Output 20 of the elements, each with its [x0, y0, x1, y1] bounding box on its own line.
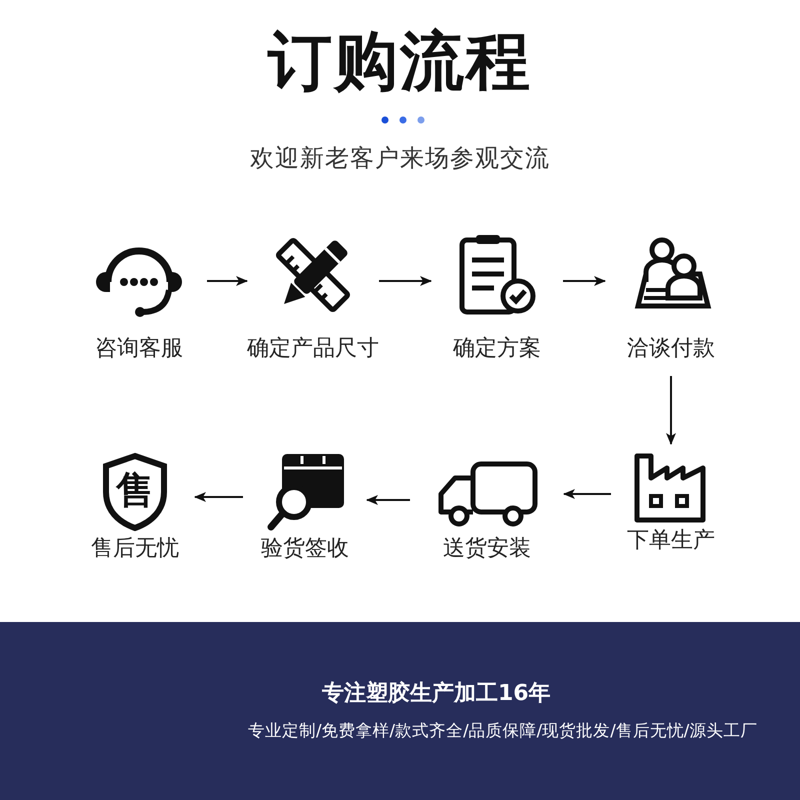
arrow — [563, 276, 606, 286]
step-label: 确定方案 — [452, 336, 542, 362]
arrow — [563, 489, 611, 499]
step-label: 确定产品尺寸 — [247, 336, 379, 362]
arrow — [207, 276, 248, 286]
step-label: 咨询客服 — [94, 336, 184, 362]
step-label: 洽谈付款 — [626, 336, 716, 362]
step-label: 验货签收 — [260, 536, 350, 562]
arrow — [379, 276, 432, 286]
arrow — [194, 492, 243, 502]
arrow — [666, 376, 676, 445]
step-label: 下单生产 — [626, 528, 716, 554]
title: 订购流程 — [266, 24, 533, 101]
slogan: 专注塑胶生产加工16年 — [322, 680, 551, 708]
tagline: 专业定制/免费拿样/款式齐全/品质保障/现货批发/售后无忧/源头工厂 — [248, 720, 758, 742]
step-label: 送货安装 — [442, 536, 532, 562]
arrow — [366, 495, 410, 505]
subtitle: 欢迎新老客户来场参观交流 — [249, 143, 551, 174]
shield-character: 售 — [116, 470, 154, 510]
step-label: 售后无忧 — [90, 536, 180, 562]
